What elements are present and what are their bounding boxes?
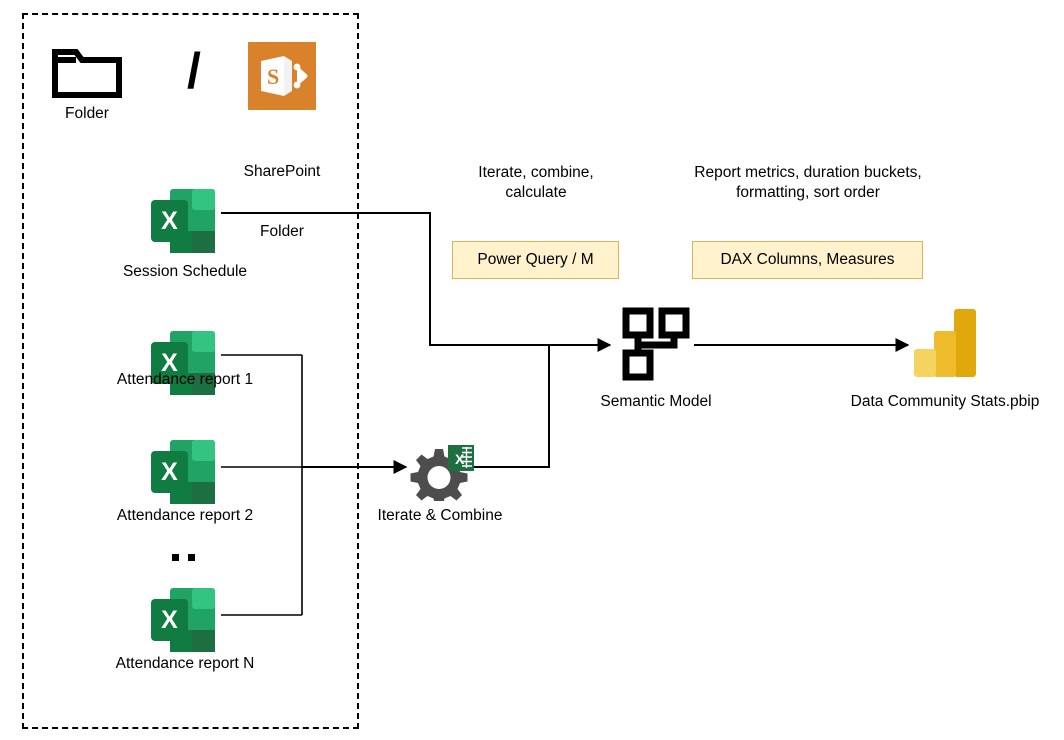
- folder-icon: [52, 42, 122, 98]
- sharepoint-folder-label-line1: SharePoint: [243, 163, 321, 180]
- dax-caption-line2: formatting, sort order: [736, 184, 880, 201]
- dax-caption: Report metrics, duration buckets, format…: [660, 163, 956, 203]
- power-query-box[interactable]: Power Query / M: [452, 241, 619, 279]
- attendance-report-2-label: Attendance report 2: [116, 507, 254, 524]
- semantic-model-label: Semantic Model: [600, 393, 712, 410]
- excel-file-icon: X: [148, 186, 220, 256]
- excel-file-icon: X: [148, 437, 220, 507]
- attendance-report-1-label: Attendance report 1: [116, 371, 254, 388]
- dax-box[interactable]: DAX Columns, Measures: [692, 241, 923, 279]
- gear-excel-icon: X: [404, 443, 476, 506]
- svg-text:X: X: [161, 207, 178, 235]
- iterate-combine-label: Iterate & Combine: [377, 507, 503, 524]
- svg-text:X: X: [161, 606, 178, 634]
- sharepoint-folder-label-line2: Folder: [260, 223, 304, 240]
- svg-text:S: S: [267, 64, 279, 89]
- sharepoint-folder-icon: S: [248, 42, 316, 110]
- power-bi-icon: [912, 305, 978, 381]
- attendance-report-n-label: Attendance report N: [115, 655, 255, 672]
- folder-label: Folder: [65, 105, 109, 122]
- ellipsis-indicator: [172, 548, 204, 566]
- separator-slash: /: [187, 43, 201, 99]
- power-query-caption-line1: Iterate, combine,: [478, 164, 594, 181]
- power-query-caption: Iterate, combine, calculate: [446, 163, 626, 203]
- dax-caption-line1: Report metrics, duration buckets,: [694, 164, 922, 181]
- power-query-caption-line2: calculate: [505, 184, 567, 201]
- svg-text:X: X: [455, 451, 465, 467]
- svg-text:X: X: [161, 458, 178, 486]
- excel-file-icon: X: [148, 328, 220, 398]
- svg-text:X: X: [161, 349, 178, 377]
- output-file-label: Data Community Stats.pbip: [850, 393, 1040, 410]
- sharepoint-folder-label: SharePoint Folder: [208, 122, 356, 282]
- excel-file-icon: X: [148, 585, 220, 655]
- semantic-model-icon: [618, 305, 694, 383]
- source-files-boundary: [22, 13, 359, 729]
- session-schedule-label: Session Schedule: [122, 263, 248, 280]
